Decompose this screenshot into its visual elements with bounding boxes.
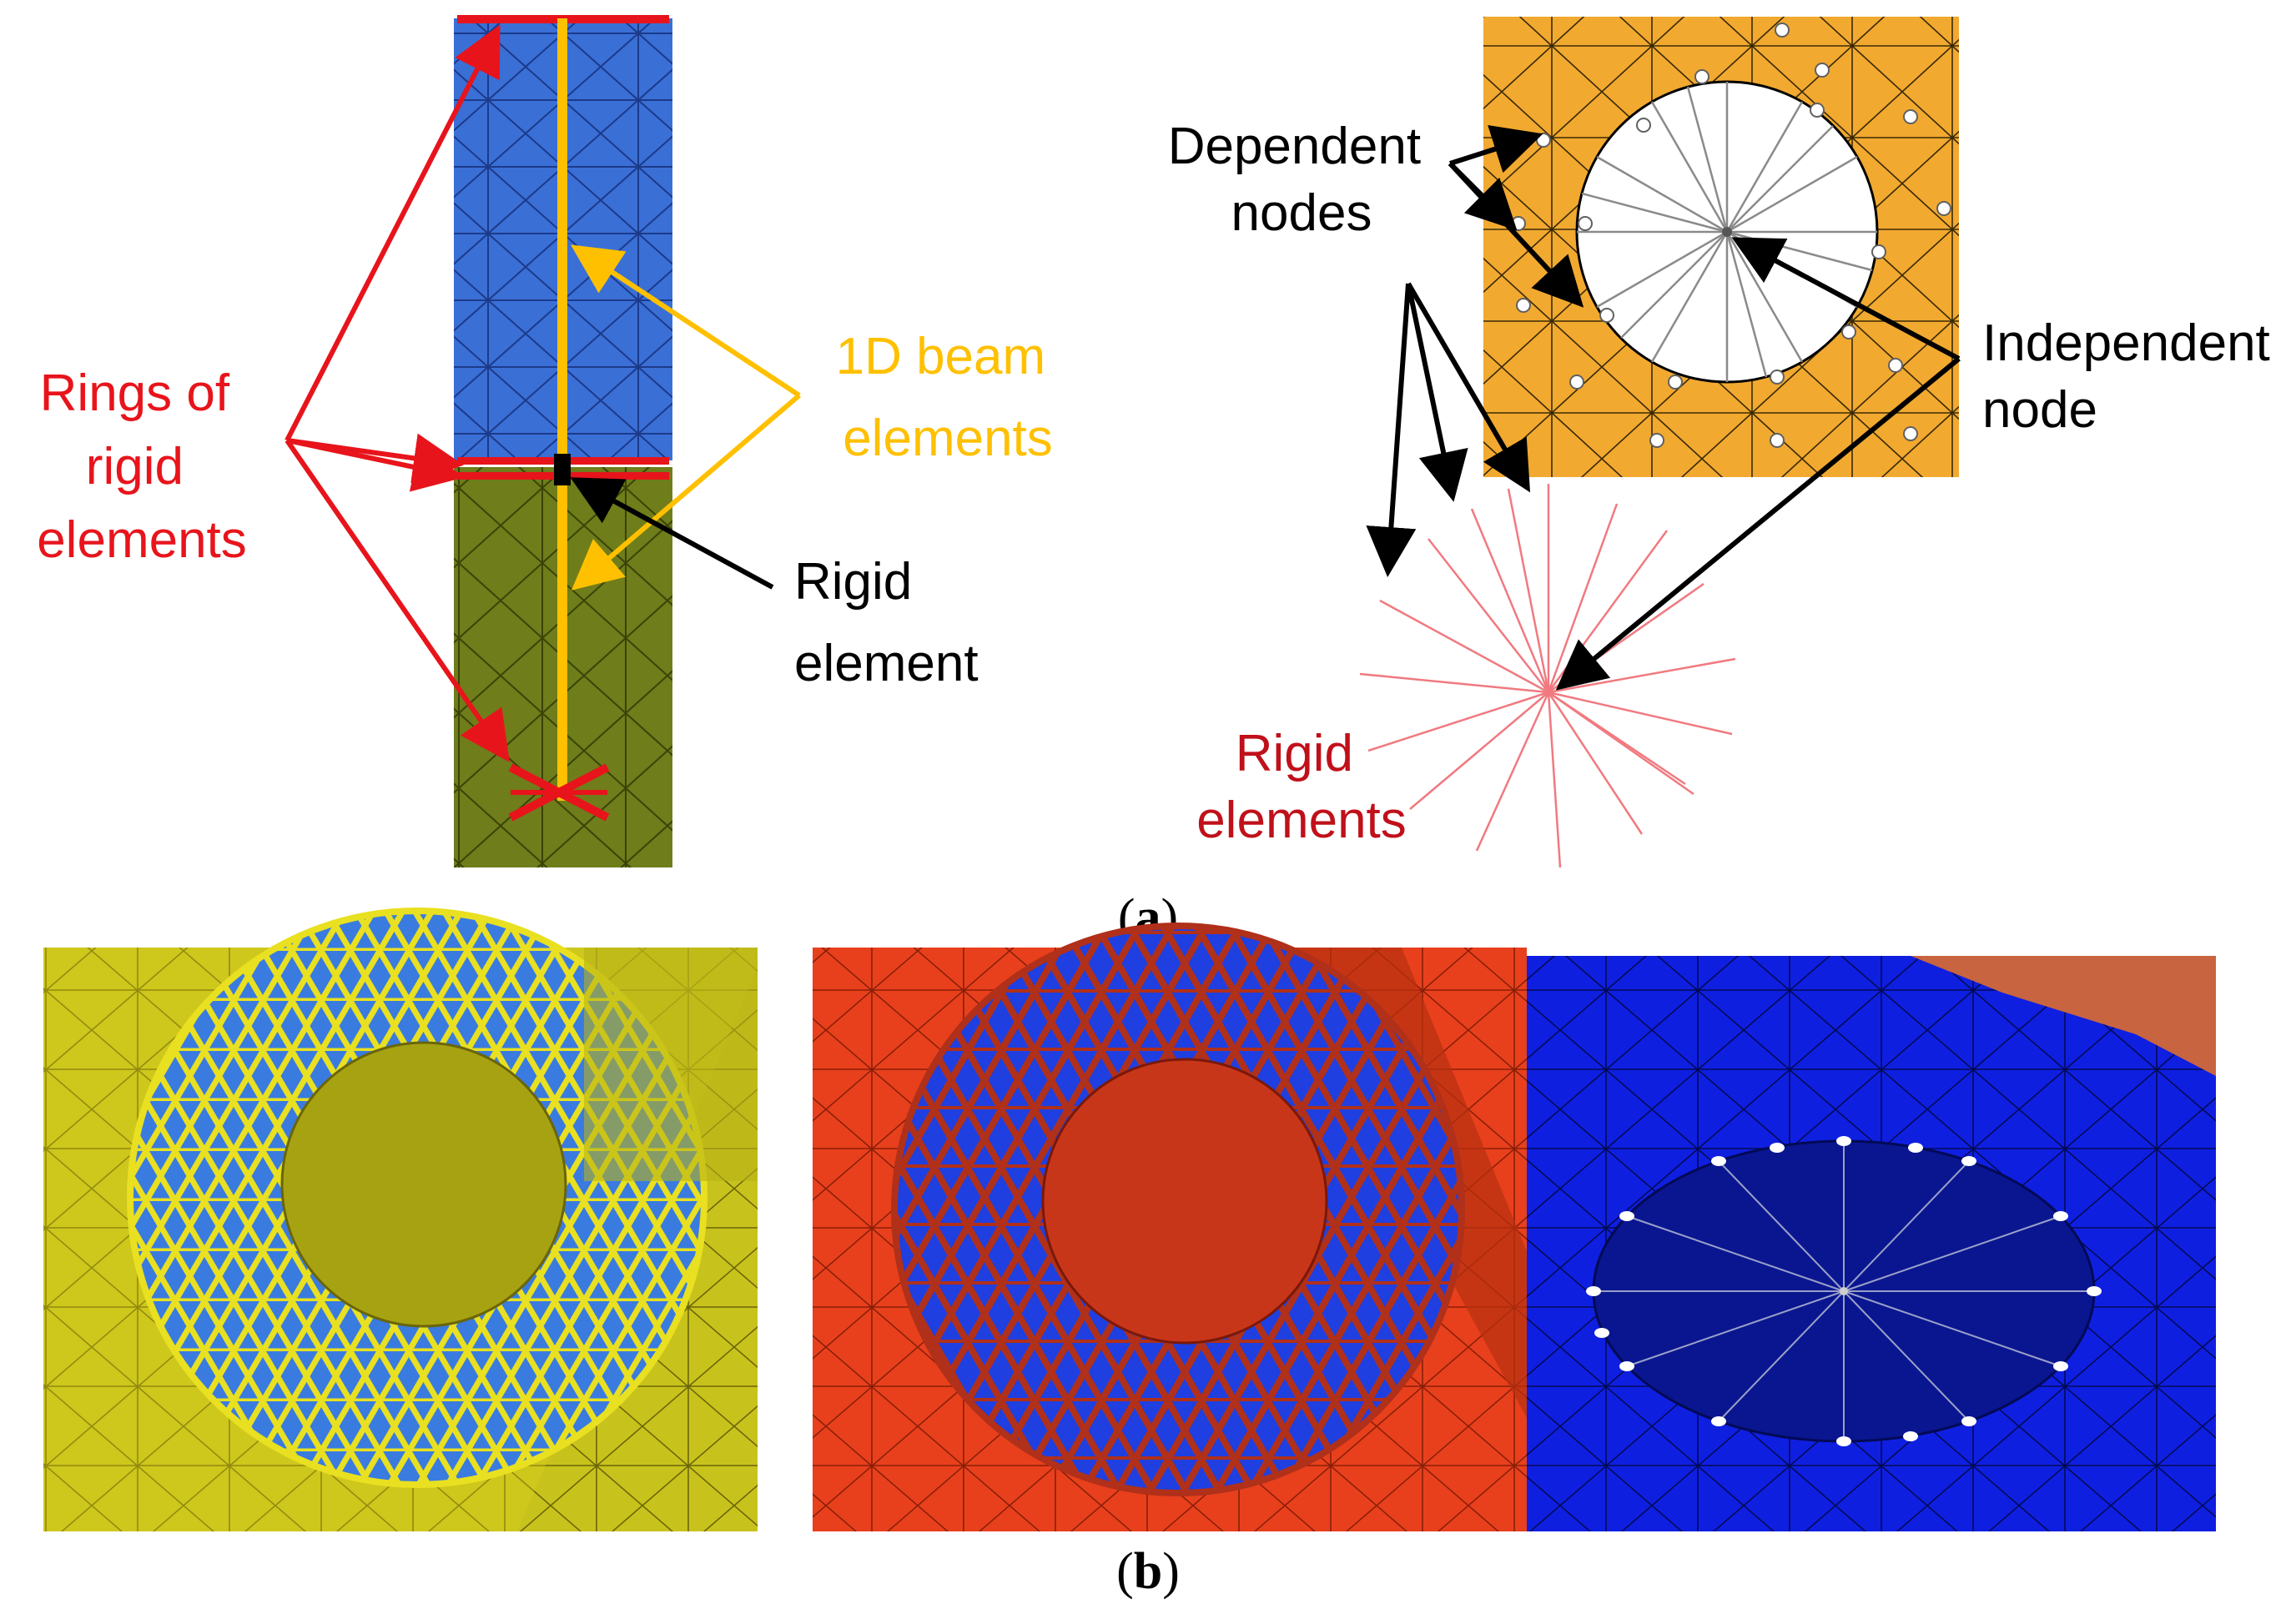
blue-part-view: [1527, 956, 2216, 1531]
blue-node-dots: [1586, 1136, 2102, 1446]
panel-b: [43, 908, 2216, 1531]
red-hole: [1041, 1058, 1328, 1345]
rigid-element-block: [554, 454, 571, 485]
blue-independent-node: [1840, 1287, 1848, 1295]
yellow-hole: [280, 1041, 567, 1328]
dependent-label: Dependent nodes: [1168, 118, 1436, 242]
independent-arrows: [1555, 237, 1961, 691]
independent-node-dot: [1722, 227, 1732, 237]
rings-label: Rings of rigid elements: [37, 365, 247, 569]
rigid-elements-spider: [1359, 484, 1736, 868]
blue-spider-lines: [1594, 1141, 2094, 1441]
caption-b: (b): [1116, 1543, 1180, 1600]
panel-a-left: Rings of rigid elements 1D beam elements…: [37, 15, 1060, 867]
beam-label: 1D beam elements: [836, 328, 1060, 467]
rings-arrows: [284, 24, 510, 762]
red-part-view: [813, 923, 1527, 1531]
yellow-part-view: [43, 908, 758, 1531]
rigid-elements-label: Rigid elements: [1196, 725, 1407, 849]
rigid-element-arrow: [570, 477, 774, 590]
rigid-element-label: Rigid element: [794, 553, 979, 692]
dependent-arrows: [1366, 125, 1584, 577]
independent-label: Independent node: [1982, 314, 2284, 439]
beam-arrows: [570, 244, 801, 591]
panel-a-right: Dependent nodes Independent node Rigid e…: [1168, 17, 2284, 868]
